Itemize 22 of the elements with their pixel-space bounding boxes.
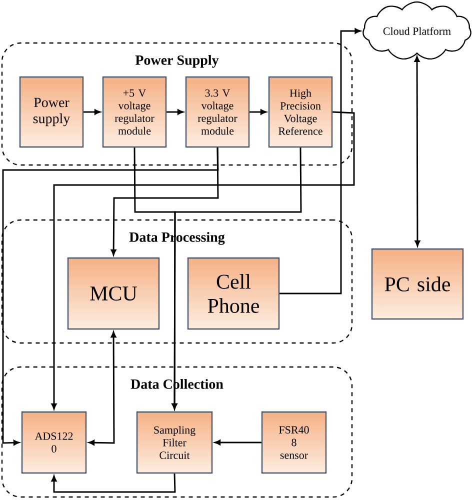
arrow [110, 148, 219, 256]
arrow [280, 28, 361, 294]
arrow [84, 109, 100, 115]
block-box: +5 V voltage regulator module [102, 76, 167, 148]
arrow [88, 332, 116, 446]
arrow [51, 474, 176, 493]
arrow [414, 56, 420, 246]
block-box: 3.3 V voltage regulator module [185, 76, 250, 148]
arrow [172, 148, 302, 410]
arrow [2, 148, 219, 446]
block-box: PC side [371, 248, 464, 320]
block-box: Sampling Filter Circuit [136, 411, 213, 474]
arrow [214, 440, 262, 446]
block-box: Cell Phone [187, 257, 280, 330]
block-box: MCU [67, 257, 160, 330]
arrow [51, 111, 355, 410]
block-box: Power supply [19, 76, 84, 148]
arrow [166, 109, 184, 115]
block-box: High Precision Voltage Reference [268, 76, 333, 148]
block-box: FSR40 8 sensor [261, 411, 327, 474]
block-box: ADS122 0 [21, 411, 87, 474]
arrow [250, 109, 266, 115]
